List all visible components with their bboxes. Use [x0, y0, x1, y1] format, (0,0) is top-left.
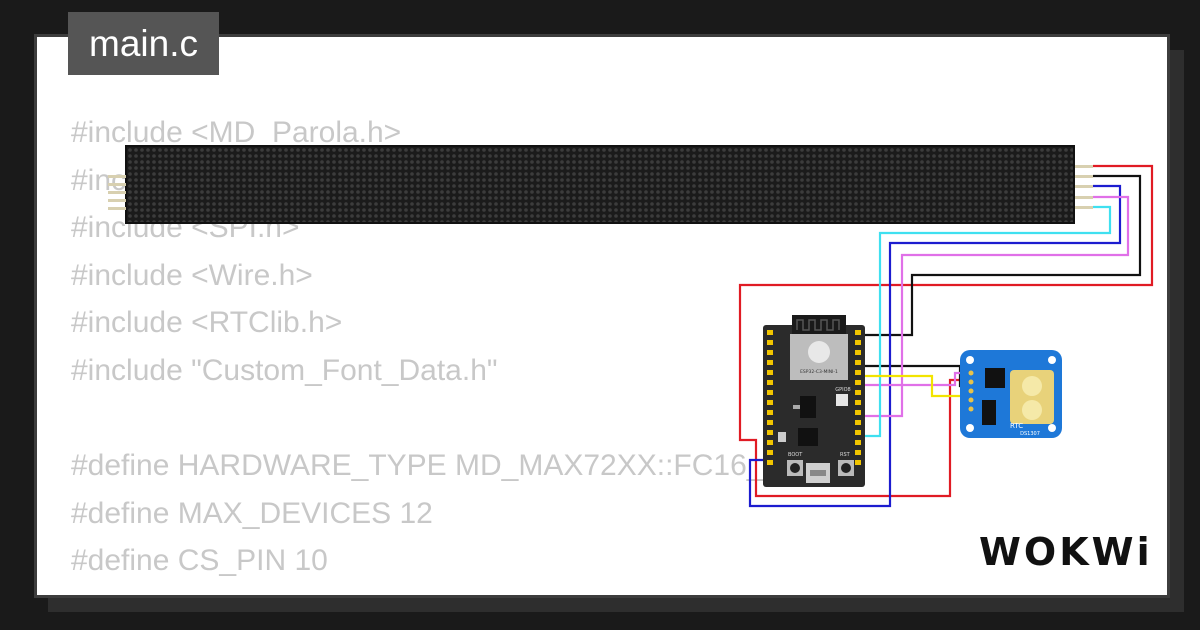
- code-line: #define CS_PIN 10: [71, 544, 328, 578]
- code-line: #define HARDWARE_TYPE MD_MAX72XX::FC16_H…: [71, 449, 814, 483]
- code-line: #include "Custom_Font_Data.h": [71, 353, 498, 387]
- boot-label: BOOT: [788, 452, 803, 458]
- rtc-label: RTC: [1010, 422, 1023, 430]
- rtc-chip-label: DS1307: [1020, 431, 1040, 437]
- rst-label: RST: [840, 452, 851, 458]
- wokwi-logo: WOKWi: [979, 530, 1150, 574]
- module-label: ESP32-C3-MINI-1: [800, 369, 838, 375]
- preview-card: #include <MD_Parola.h>#include <MD_MAX72…: [34, 34, 1170, 598]
- file-tab[interactable]: main.c: [68, 12, 219, 75]
- wokwi-logo-text: WOKWi: [979, 530, 1150, 574]
- gpio-label: GPIO8: [835, 387, 850, 393]
- led-matrix[interactable]: [108, 145, 1093, 224]
- code-line: #include <RTClib.h>: [71, 306, 343, 340]
- code-line: #define MAX_DEVICES 12: [71, 496, 433, 530]
- code-line: #include <MD_Parola.h>: [71, 116, 402, 149]
- code-line: #define CLK_PIN 4: [71, 585, 813, 595]
- esp32-c3-board[interactable]: ESP32-C3-MINI-1 GPIO8 BO: [763, 315, 865, 487]
- rtc-ds1307-module[interactable]: RTC DS1307: [960, 350, 1062, 438]
- code-line: #include <Wire.h>: [71, 258, 313, 292]
